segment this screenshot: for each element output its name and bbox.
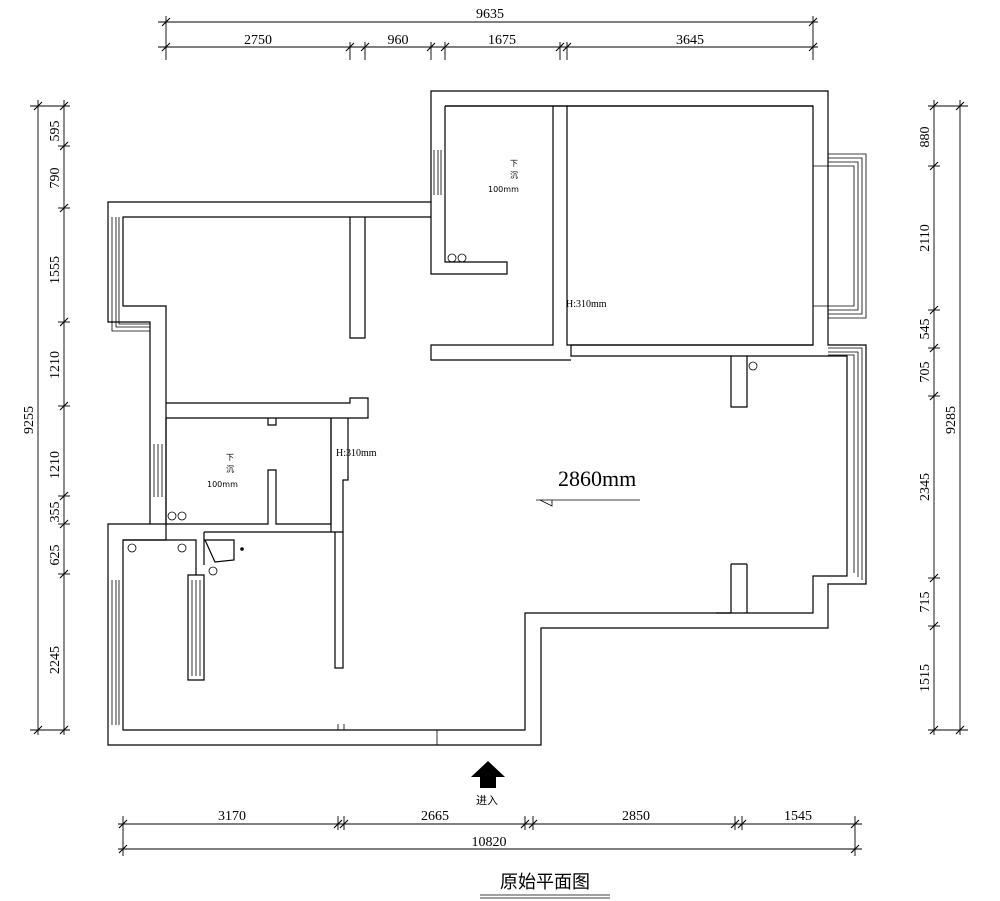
- lower-bath-line1: 下: [226, 453, 234, 462]
- entrance: 进入: [471, 761, 505, 807]
- window-kitchen: [111, 580, 120, 725]
- upper-bath-walls: [430, 105, 571, 361]
- dimensions-bottom: 3170 2665 2850 1545 10820: [118, 809, 862, 856]
- outer-wall: [107, 90, 867, 746]
- height-label-lower: H:310mm: [336, 448, 377, 459]
- dim-right-4: 2345: [918, 473, 933, 501]
- bottom-wall-marks: [337, 724, 438, 745]
- lower-bath-right: [330, 418, 349, 533]
- dim-left-7: 2245: [48, 646, 63, 674]
- pipe-icon: [167, 511, 177, 521]
- dim-right-0: 880: [918, 127, 933, 148]
- dim-top-total: 9635: [476, 7, 504, 22]
- pipe-icon: [748, 361, 758, 371]
- entrance-arrow-icon: [471, 761, 505, 788]
- dim-left-5: 355: [48, 502, 63, 523]
- bedroom-walls: [566, 105, 813, 346]
- kitchen-walls: [123, 531, 344, 681]
- pipe-icon: [447, 253, 457, 263]
- dim-bottom-total: 10820: [472, 835, 507, 850]
- left-room-stub: [349, 217, 366, 339]
- lower-bath-line2: 沉: [226, 465, 234, 474]
- entrance-label: 进入: [476, 794, 498, 807]
- upper-bath-line1: 下: [510, 159, 518, 168]
- dim-bottom-2: 2850: [622, 809, 650, 824]
- pipe-icon: [457, 253, 467, 263]
- kitchen-corner: [204, 539, 235, 563]
- dim-left-2: 1555: [48, 256, 63, 284]
- ceiling-height-label: 2860mm: [558, 466, 636, 491]
- lower-bath-walls: [150, 418, 332, 525]
- dimensions-right: 880 2110 545 705 2345 715 1515 9285: [918, 100, 968, 735]
- dim-bottom-0: 3170: [218, 809, 246, 824]
- window-left-top: [111, 217, 150, 332]
- dim-left-4: 1210: [48, 451, 63, 479]
- dim-right-1: 2110: [918, 224, 933, 251]
- upper-bath-line3: 100mm: [488, 185, 519, 194]
- pipe-icon: [177, 511, 187, 521]
- window-kitchen-inner: [191, 580, 201, 676]
- dim-right-6: 1515: [918, 664, 933, 692]
- dim-top-1: 960: [388, 33, 409, 48]
- walls: [107, 90, 867, 746]
- living-column-top: [730, 356, 748, 408]
- plan-title: 原始平面图: [480, 872, 610, 899]
- dim-bottom-3: 1545: [784, 809, 812, 824]
- page-title: 原始平面图: [500, 872, 590, 893]
- window-left-bath: [153, 444, 163, 497]
- dim-bottom-1: 2665: [421, 809, 449, 824]
- dim-right-5: 715: [918, 592, 933, 613]
- dim-right-total: 9285: [944, 406, 959, 434]
- dim-top-0: 2750: [244, 33, 272, 48]
- height-label-upper: H:310mm: [566, 299, 607, 310]
- dimensions-left: 9255 595 790 1555 1210 1210 355 625 2245: [22, 100, 70, 735]
- fixtures: [127, 253, 758, 576]
- point-marker-icon: [240, 547, 244, 551]
- dim-right-3: 705: [918, 362, 933, 383]
- lower-bath-line3: 100mm: [207, 480, 238, 489]
- dim-left-3: 1210: [48, 351, 63, 379]
- window-living: [828, 347, 863, 580]
- upper-bath-line2: 沉: [510, 171, 518, 180]
- dim-top-2: 1675: [488, 33, 516, 48]
- pipe-icon: [177, 543, 187, 553]
- pipe-icon: [208, 566, 218, 576]
- dim-left-total: 9255: [22, 406, 37, 434]
- window-bedroom-bay: [813, 153, 867, 319]
- left-room-bottom: [166, 397, 369, 419]
- pipe-icon: [127, 543, 137, 553]
- dim-top-3: 3645: [676, 33, 704, 48]
- room-labels: 下 沉 100mm 下 沉 100mm H:310mm H:310mm 2860…: [207, 159, 640, 507]
- dim-left-0: 595: [48, 121, 63, 142]
- dim-right-2: 545: [918, 319, 933, 340]
- level-marker-icon: [536, 499, 640, 507]
- windows: [111, 150, 867, 725]
- dim-left-6: 625: [48, 545, 63, 566]
- window-upper-bath: [433, 150, 442, 195]
- dimensions-top: 9635 2750 960 1675 3645: [158, 7, 818, 60]
- dim-left-1: 790: [48, 168, 63, 189]
- living-column-bottom: [716, 563, 748, 614]
